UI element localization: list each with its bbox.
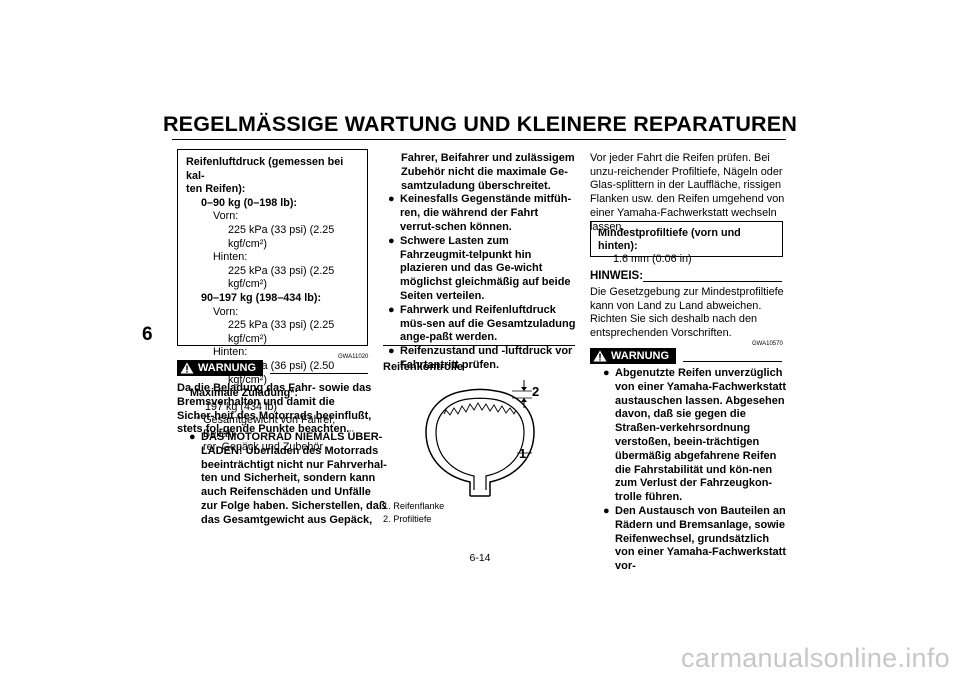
warning1-bullet-4-text: Fahrwerk und Reifenluftdruck müs-sen auf… [400, 303, 576, 344]
min-tread-label: Mindestprofiltiefe (vorn und hinten): [598, 227, 741, 252]
min-tread-value: 1.6 mm (0.06 in) [613, 253, 692, 265]
note-text: Die Gesetzgebung zur Mindestprofiltiefe … [590, 286, 784, 340]
rear-label-2: Hinten: [213, 346, 248, 359]
warning2-code: GWA10570 [752, 341, 783, 347]
rear-label-1: Hinten: [213, 251, 248, 264]
title-rule [172, 139, 786, 140]
warning1-bullet-1-text: DAS MOTORRAD NIEMALS ÜBER-LADEN! Überlad… [201, 431, 387, 526]
warning2-bullet-2: ● Den Austausch von Bauteilen an Rädern u… [598, 505, 786, 574]
front-label-1: Vorn: [213, 210, 239, 223]
pressure-heading: Reifenluftdruck (gemessen bei kal- ten R… [186, 156, 344, 196]
callout-1: 1 [519, 446, 527, 461]
warning1-bullet-4: ● Fahrwerk und Reifenluftdruck müs-sen au… [383, 304, 576, 345]
note-rule [643, 281, 782, 282]
warning2-rule [683, 361, 782, 362]
warning1-bullet-2-text: Keinesfalls Gegenstände mitfüh-ren, die … [400, 193, 572, 233]
warning1-bullet-1: ● DAS MOTORRAD NIEMALS ÜBER-LADEN! Überl… [184, 431, 389, 528]
warning2-bullet-1: ● Abgenutzte Reifen unverzüglich von eine… [598, 367, 786, 505]
warning2-label: WARNUNG [611, 350, 670, 362]
bullet-dot-icon: ● [603, 504, 610, 517]
rear-value-1: 225 kPa (33 psi) (2.25 kgf/cm²) [228, 264, 335, 291]
caption-tread-depth: 2. Profiltiefe [383, 514, 432, 524]
warning2-bullet-2-text: Den Austausch von Bauteilen an Rädern un… [615, 504, 786, 573]
bullet-dot-icon: ● [603, 367, 610, 379]
warning1-bullet-3-text: Schwere Lasten zum Fahrzeugmit-telpunkt … [400, 234, 571, 302]
load-range-2: 90–197 kg (198–434 lb): [201, 291, 322, 304]
warning1-bullet-5-text: Reifenzustand und -luftdruck vor Fahrtan… [400, 345, 573, 371]
warning1-intro: Da die Beladung das Fahr- sowie das Brem… [177, 382, 372, 436]
warning1-end-rule [383, 345, 575, 346]
warning1-badge: WARNUNG [177, 360, 263, 376]
diagram-captions: 1. Reifenflanke 2. Profiltiefe [383, 500, 444, 526]
page-number: 6-14 [469, 552, 491, 564]
warning1-continued: Fahrer, Beifahrer und zulässigem Zubehör… [383, 152, 576, 373]
min-tread-box: Mindestprofiltiefe (vorn und hinten): 1.… [590, 221, 783, 265]
max-load-label: Maximale Zuladung*: [190, 387, 298, 400]
tire-cross-section-diagram [425, 380, 535, 497]
bullet-dot-icon: ● [189, 431, 196, 443]
bullet-dot-icon: ● [388, 303, 395, 316]
chapter-number: 6 [142, 324, 153, 345]
front-label-2: Vorn: [213, 305, 239, 318]
warning1-code: GWA11020 [338, 354, 369, 360]
tire-pressure-box: Reifenluftdruck (gemessen bei kal- ten R… [177, 149, 368, 453]
warning1-rule [270, 373, 368, 374]
warning1-bullet-5: ● Reifenzustand und -luftdruck vor Fahrta… [383, 345, 576, 373]
warning2-bullet-1-text: Abgenutzte Reifen unverzüglich von einer… [615, 367, 786, 504]
load-range-1: 0–90 kg (0–198 lb): [201, 196, 298, 209]
tire-check-heading: Reifenkontrolle [383, 361, 464, 373]
warning2-badge: WARNUNG [590, 348, 676, 364]
warning-triangle-icon [593, 350, 607, 362]
bullet-dot-icon: ● [388, 193, 395, 206]
warning1-bullet-3: ● Schwere Lasten zum Fahrzeugmit-telpunkt… [383, 235, 576, 304]
warning-triangle-icon [180, 362, 194, 374]
page-title: REGELMÄSSIGE WARTUNG UND KLEINERE REPARA… [162, 112, 798, 136]
note-label: HINWEIS: [590, 270, 644, 282]
warning2-bullets: ● Abgenutzte Reifen unverzüglich von eine… [598, 367, 786, 574]
max-load-value: 197 kg (434 lb) [205, 400, 278, 413]
front-value-2: 225 kPa (33 psi) (2.25 kgf/cm²) [228, 319, 335, 345]
front-value-1: 225 kPa (33 psi) (2.25 kgf/cm²) [228, 223, 335, 250]
warning1-bullet-1-cont: Fahrer, Beifahrer und zulässigem Zubehör… [401, 152, 575, 192]
caption-sidewall: 1. Reifenflanke [383, 501, 445, 511]
bullet-dot-icon: ● [388, 234, 395, 247]
tire-check-intro: Vor jeder Fahrt die Reifen prüfen. Bei u… [590, 152, 785, 233]
warning1-bullet-2: ● Keinesfalls Gegenstände mitfüh-ren, die… [383, 193, 576, 234]
warning1-label: WARNUNG [198, 362, 257, 374]
callout-2: 2 [532, 384, 540, 399]
watermark: carmanualsonline.info [681, 643, 950, 673]
load-footnote: * Gesamtgewicht von Fahrer, Beifah- rer,… [196, 414, 336, 454]
bullet-dot-icon: ● [388, 345, 395, 358]
